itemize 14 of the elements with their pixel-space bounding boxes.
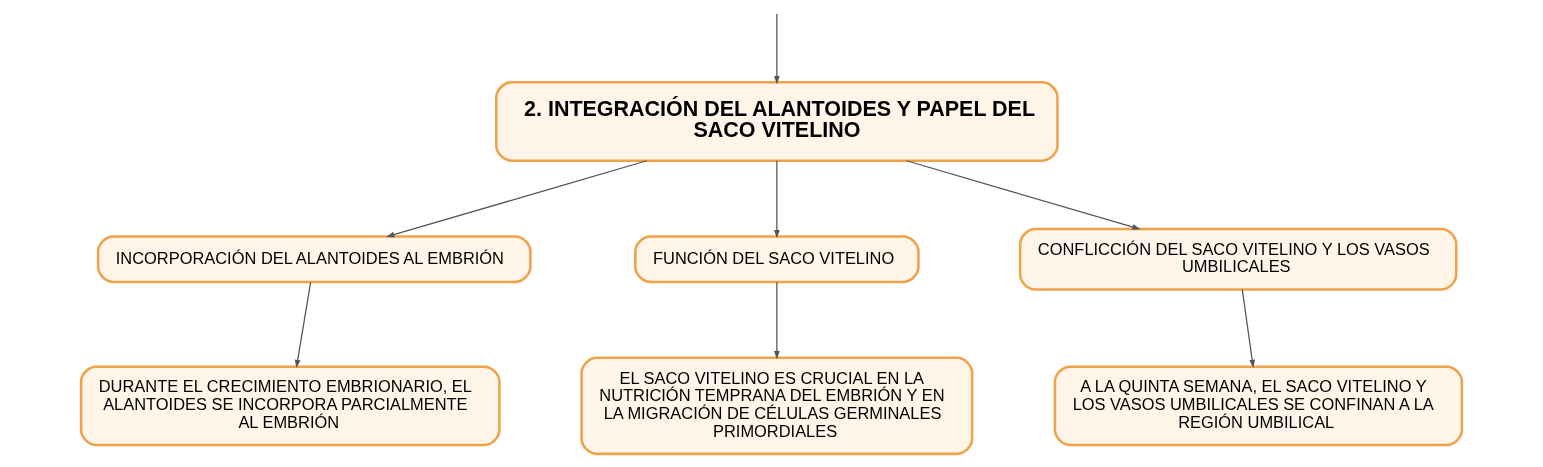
node-box: DURANTE EL CRECIMIENTO EMBRIONARIO, EL ALANTOIDES SE INCORPORA PARCIALMENTE AL EMBRIÓN [79, 365, 501, 447]
arrow [774, 160, 780, 239]
node-box: INCORPORACIÓN DEL ALANTOIDES AL EMBRIÓN [96, 235, 532, 284]
node-box: EL SACO VITELINO ES CRUCIAL EN LA NUTRICIÓN TEMPRANA DEL EMBRIÓN Y EN LA MIGRACIÓN DE CÉLULAS GERMINALES PRIMORDIALES [580, 356, 974, 456]
node-box: FUNCIÓN DEL SACO VITELINO [634, 235, 920, 284]
arrow [386, 160, 648, 238]
arrow [1241, 289, 1256, 369]
node-box: CONFLICCIÓN DEL SACO VITELINO Y LOS VASOS UMBILICALES [1018, 227, 1458, 291]
arrow [294, 281, 312, 369]
node-box: A LA QUINTA SEMANA, EL SACO VITELINO Y LOS VASOS UMBILICALES SE CONFINAN A LA REGIÓN UMBILICAL [1053, 365, 1464, 447]
arrow [906, 160, 1141, 230]
arrow [774, 13, 780, 85]
node-box: 2. INTEGRACIÓN DEL ALANTOIDES Y PAPEL DEL SACO VITELINO [495, 81, 1059, 162]
arrow [774, 281, 780, 360]
